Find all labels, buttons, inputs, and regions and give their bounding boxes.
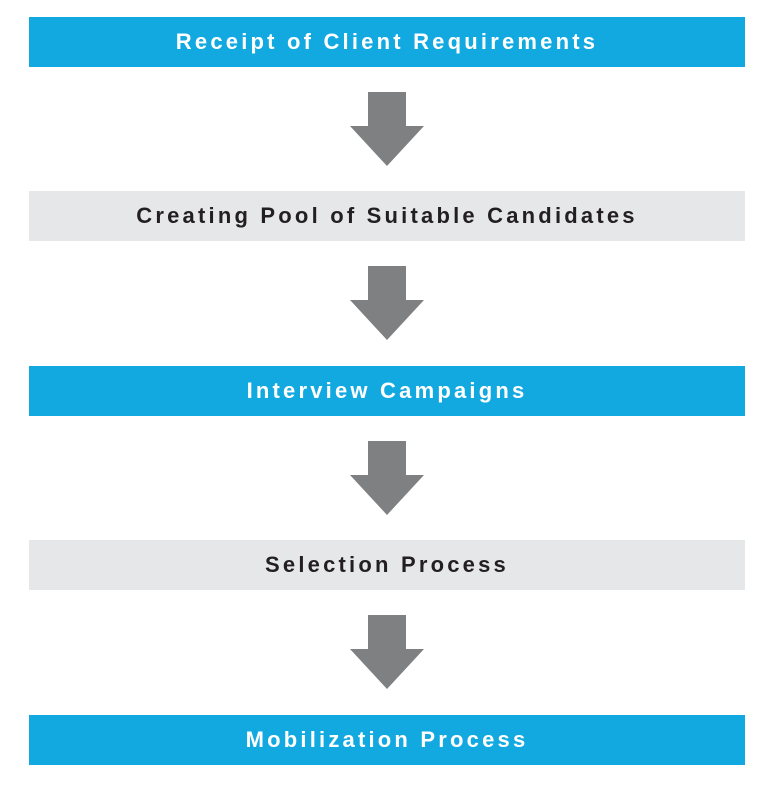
step-mobilization-process: Mobilization Process — [29, 715, 745, 765]
step-receipt-of-client-requirements: Receipt of Client Requirements — [29, 17, 745, 67]
step-interview-campaigns: Interview Campaigns — [29, 366, 745, 416]
step-label: Selection Process — [265, 552, 509, 577]
step-label: Receipt of Client Requirements — [175, 29, 599, 54]
step-label: Creating Pool of Suitable Candidates — [136, 203, 638, 228]
step-label: Mobilization Process — [245, 727, 529, 752]
step-label: Interview Campaigns — [246, 378, 528, 403]
arrow-down-icon — [350, 615, 424, 689]
step-creating-pool-of-suitable-candidates: Creating Pool of Suitable Candidates — [29, 191, 745, 241]
arrow-down-icon — [350, 441, 424, 515]
arrow-down-icon — [350, 266, 424, 340]
arrow-down-icon — [350, 92, 424, 166]
step-selection-process: Selection Process — [29, 540, 745, 590]
